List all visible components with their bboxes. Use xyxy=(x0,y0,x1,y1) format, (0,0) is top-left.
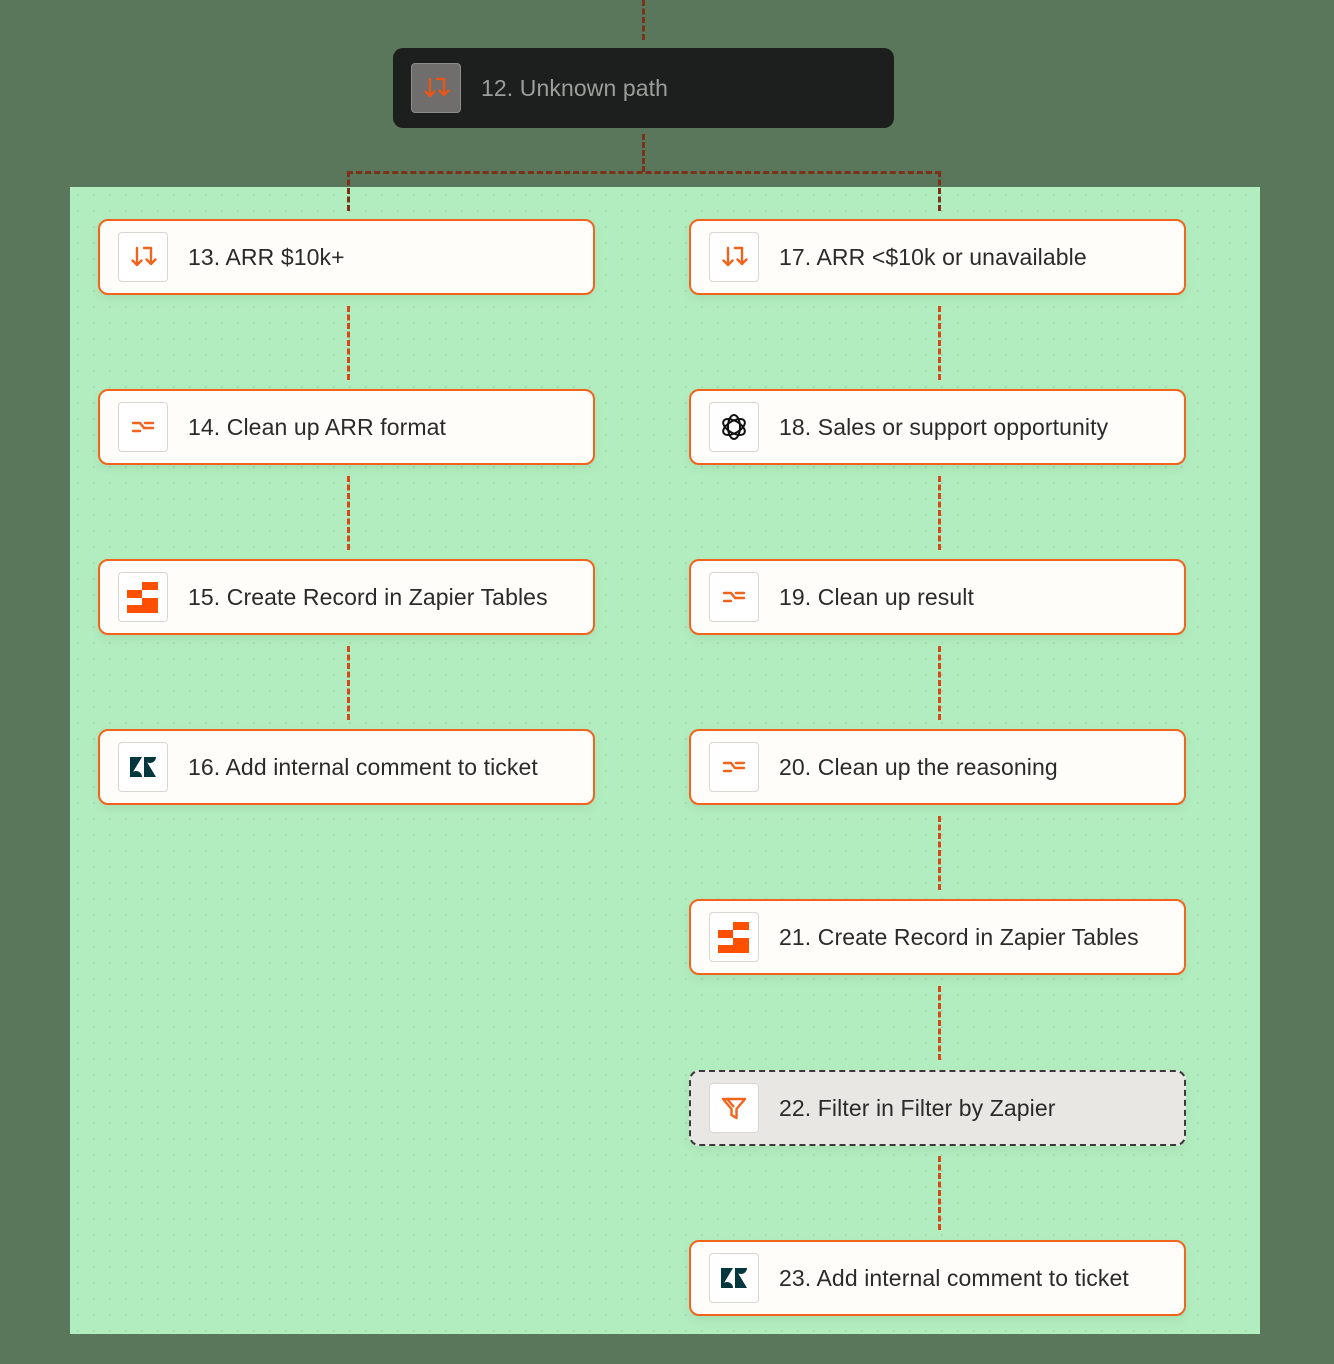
step-label: 19. Clean up result xyxy=(779,583,974,610)
split-path-icon xyxy=(411,63,461,113)
step-label: 21. Create Record in Zapier Tables xyxy=(779,923,1139,950)
connector-branch-split xyxy=(347,171,941,174)
connector-19-20 xyxy=(938,646,941,720)
step-18-sales-or-support[interactable]: 18. Sales or support opportunity xyxy=(689,389,1186,465)
step-23-add-comment[interactable]: 23. Add internal comment to ticket xyxy=(689,1240,1186,1316)
step-17-arr-under-10k[interactable]: 17. ARR <$10k or unavailable xyxy=(689,219,1186,295)
step-15-create-record[interactable]: 15. Create Record in Zapier Tables xyxy=(98,559,595,635)
zendesk-icon xyxy=(118,742,168,792)
split-path-icon xyxy=(709,232,759,282)
zendesk-icon xyxy=(709,1253,759,1303)
step-20-clean-up-reasoning[interactable]: 20. Clean up the reasoning xyxy=(689,729,1186,805)
connector-22-23 xyxy=(938,1156,941,1230)
step-14-clean-up-arr[interactable]: 14. Clean up ARR format xyxy=(98,389,595,465)
connector-15-16 xyxy=(347,646,350,720)
formatter-icon xyxy=(709,742,759,792)
connector-14-15 xyxy=(347,476,350,550)
connector-21-22 xyxy=(938,986,941,1060)
split-path-icon xyxy=(118,232,168,282)
zapier-tables-icon xyxy=(709,912,759,962)
openai-icon xyxy=(709,402,759,452)
connector-left-branch xyxy=(347,171,350,211)
connector-top xyxy=(642,0,645,40)
step-label: 22. Filter in Filter by Zapier xyxy=(779,1094,1056,1121)
step-label: 17. ARR <$10k or unavailable xyxy=(779,243,1087,270)
formatter-icon xyxy=(118,402,168,452)
step-21-create-record[interactable]: 21. Create Record in Zapier Tables xyxy=(689,899,1186,975)
connector-13-14 xyxy=(347,306,350,380)
connector-right-branch xyxy=(938,171,941,211)
step-16-add-comment[interactable]: 16. Add internal comment to ticket xyxy=(98,729,595,805)
connector-20-21 xyxy=(938,816,941,890)
step-label: 18. Sales or support opportunity xyxy=(779,413,1109,440)
step-label: 13. ARR $10k+ xyxy=(188,243,345,270)
step-13-arr-10k-plus[interactable]: 13. ARR $10k+ xyxy=(98,219,595,295)
step-label: 14. Clean up ARR format xyxy=(188,413,446,440)
step-label: 23. Add internal comment to ticket xyxy=(779,1264,1129,1291)
connector-17-18 xyxy=(938,306,941,380)
step-label: 15. Create Record in Zapier Tables xyxy=(188,583,548,610)
connector-header-down xyxy=(642,134,645,172)
step-label: 16. Add internal comment to ticket xyxy=(188,753,538,780)
connector-18-19 xyxy=(938,476,941,550)
step-19-clean-up-result[interactable]: 19. Clean up result xyxy=(689,559,1186,635)
step-22-filter[interactable]: 22. Filter in Filter by Zapier xyxy=(689,1070,1186,1146)
formatter-icon xyxy=(709,572,759,622)
step-label: 20. Clean up the reasoning xyxy=(779,753,1058,780)
filter-icon xyxy=(709,1083,759,1133)
zapier-tables-icon xyxy=(118,572,168,622)
step-label: 12. Unknown path xyxy=(481,74,669,101)
step-12-unknown-path[interactable]: 12. Unknown path xyxy=(393,48,894,128)
